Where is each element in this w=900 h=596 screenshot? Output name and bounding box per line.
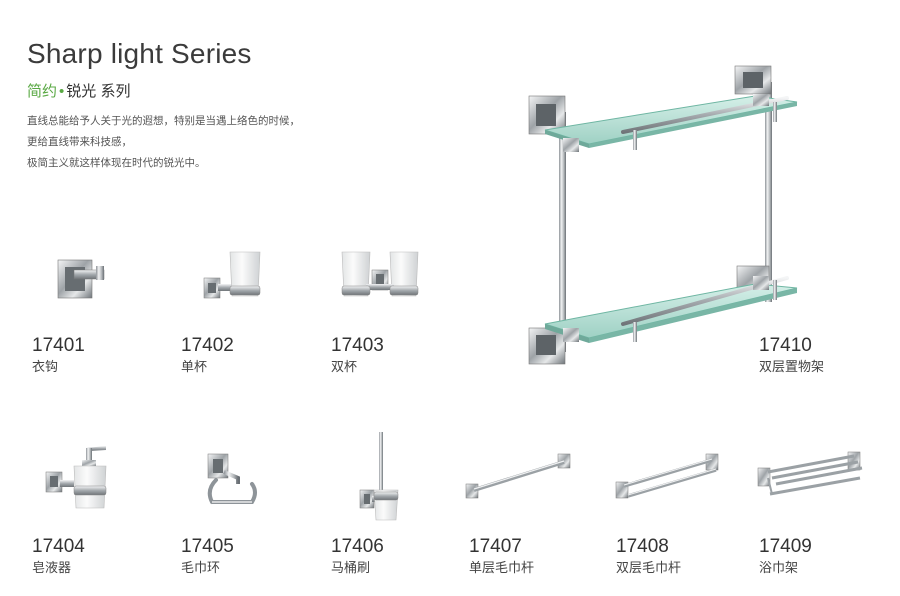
product-name: 马桶刷 (331, 560, 371, 575)
double-towel-bar-icon (612, 452, 724, 504)
towel-rack-icon (754, 448, 866, 504)
product-name: 双杯 (331, 359, 358, 374)
product-code: 17407 (469, 536, 522, 557)
product-name: 双层毛巾杆 (616, 560, 682, 575)
product-name: 浴巾架 (759, 560, 799, 575)
description-line: 更给直线带来科技感， (27, 136, 132, 148)
product-name: 衣钩 (32, 359, 59, 374)
product-code: 17402 (181, 335, 234, 356)
toilet-brush-icon (356, 430, 404, 522)
product-code: 17410 (759, 335, 812, 356)
product-code: 17405 (181, 536, 234, 557)
page-title: Sharp light Series (27, 38, 252, 69)
product-name: 毛巾环 (181, 560, 221, 575)
product-code: 17404 (32, 536, 85, 557)
product-code: 17408 (616, 536, 669, 557)
product-code: 17409 (759, 536, 812, 557)
series-subtitle: 简约•锐光 系列 (27, 80, 130, 101)
product-name: 单杯 (181, 359, 208, 374)
subtitle-part2: 锐光 系列 (66, 83, 131, 100)
single-towel-bar-icon (462, 450, 576, 502)
double-tumbler-holder-icon (336, 248, 426, 306)
subtitle-dot: • (59, 83, 65, 100)
product-name: 皂液器 (32, 560, 72, 575)
single-tumbler-holder-icon (200, 248, 266, 306)
towel-ring-icon (202, 450, 262, 514)
robe-hook-icon (52, 256, 110, 304)
product-code: 17401 (32, 335, 85, 356)
soap-dispenser-icon (42, 438, 116, 514)
product-name: 单层毛巾杆 (469, 560, 535, 575)
description-line: 直线总能给予人关于光的遐想，特别是当遇上络色的时候， (27, 115, 300, 127)
description-line: 极简主义就这样体现在时代的锐光中。 (27, 157, 206, 169)
series-description: 直线总能给予人关于光的遐想，特别是当遇上络色的时候， 更给直线带来科技感， 极简… (27, 111, 300, 174)
subtitle-part1: 简约 (27, 83, 58, 100)
product-code: 17403 (331, 335, 384, 356)
double-glass-shelf-icon (515, 62, 805, 372)
product-code: 17406 (331, 536, 384, 557)
product-name: 双层置物架 (759, 359, 825, 374)
